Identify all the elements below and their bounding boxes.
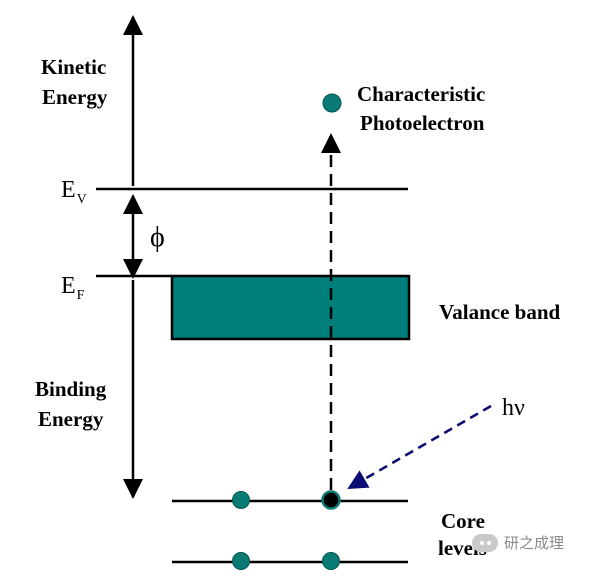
core-levels-label-line1: Core bbox=[441, 509, 485, 533]
binding-label-line2: Energy bbox=[38, 407, 104, 431]
binding-label-line1: Binding bbox=[35, 377, 107, 401]
excited-core-electron bbox=[321, 490, 341, 510]
photoelectron-dot bbox=[322, 93, 342, 113]
work-function-symbol: ϕ bbox=[150, 222, 165, 253]
core-electron-2b bbox=[322, 552, 340, 570]
kinetic-label-line1: Kinetic bbox=[41, 55, 107, 79]
photon-arrow bbox=[347, 404, 492, 490]
wechat-icon bbox=[472, 533, 498, 552]
core-electron-2a bbox=[232, 552, 250, 570]
kinetic-label-line2: Energy bbox=[42, 85, 108, 109]
fermi-level-label: EF bbox=[61, 273, 85, 303]
photon-label: hν bbox=[502, 395, 525, 421]
characteristic-label-line2: Photoelectron bbox=[360, 111, 485, 135]
characteristic-label-line1: Characteristic bbox=[357, 82, 486, 106]
watermark-text: 研之成理 bbox=[504, 534, 565, 552]
watermark: 研之成理 bbox=[472, 532, 564, 553]
valance-band-box bbox=[170, 274, 411, 341]
vacuum-level-label: EV bbox=[61, 177, 87, 207]
core-electron-1a bbox=[232, 491, 250, 509]
valance-band-label: Valance band bbox=[439, 300, 561, 324]
